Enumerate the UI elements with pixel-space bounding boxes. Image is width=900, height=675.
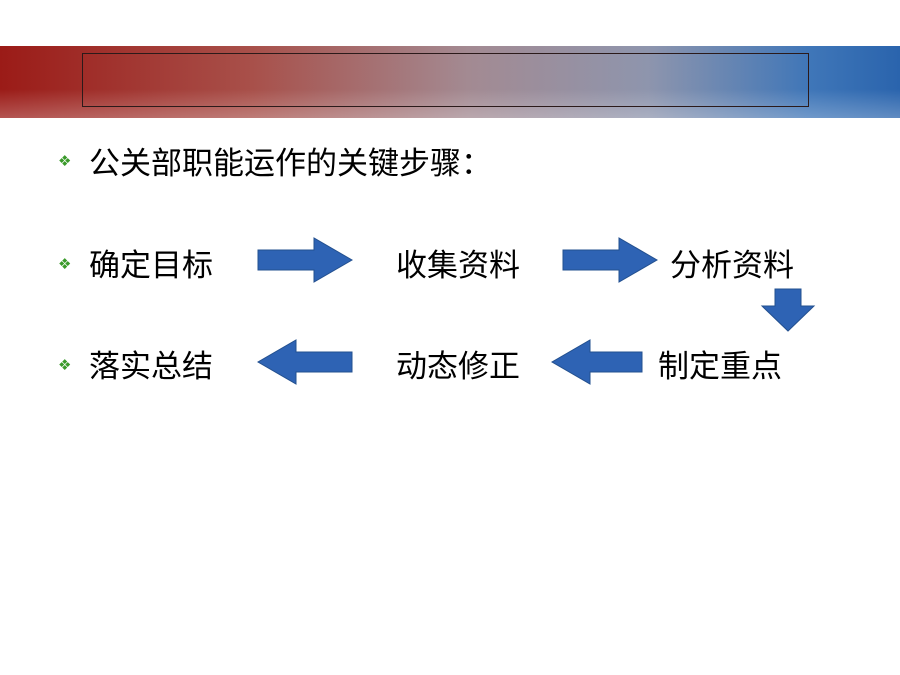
title-placeholder-box[interactable] bbox=[82, 53, 809, 107]
step-analyze-data: 分析资料 bbox=[670, 248, 794, 284]
step-define-goal: 确定目标 bbox=[89, 248, 213, 284]
arrow-down-icon bbox=[760, 288, 816, 332]
arrow-left-icon bbox=[551, 339, 643, 385]
step-set-priorities: 制定重点 bbox=[658, 349, 782, 385]
bullet-diamond-icon: ❖ bbox=[58, 255, 72, 273]
slide-heading: 公关部职能运作的关键步骤： bbox=[89, 146, 492, 182]
step-implement-summarize: 落实总结 bbox=[89, 349, 213, 385]
arrow-left-icon bbox=[257, 339, 353, 385]
step-collect-data: 收集资料 bbox=[396, 248, 520, 284]
bullet-diamond-icon: ❖ bbox=[58, 152, 72, 170]
step-dynamic-adjust: 动态修正 bbox=[396, 349, 520, 385]
arrow-right-icon bbox=[562, 237, 658, 283]
arrow-right-icon bbox=[257, 237, 353, 283]
bullet-diamond-icon: ❖ bbox=[58, 356, 72, 374]
